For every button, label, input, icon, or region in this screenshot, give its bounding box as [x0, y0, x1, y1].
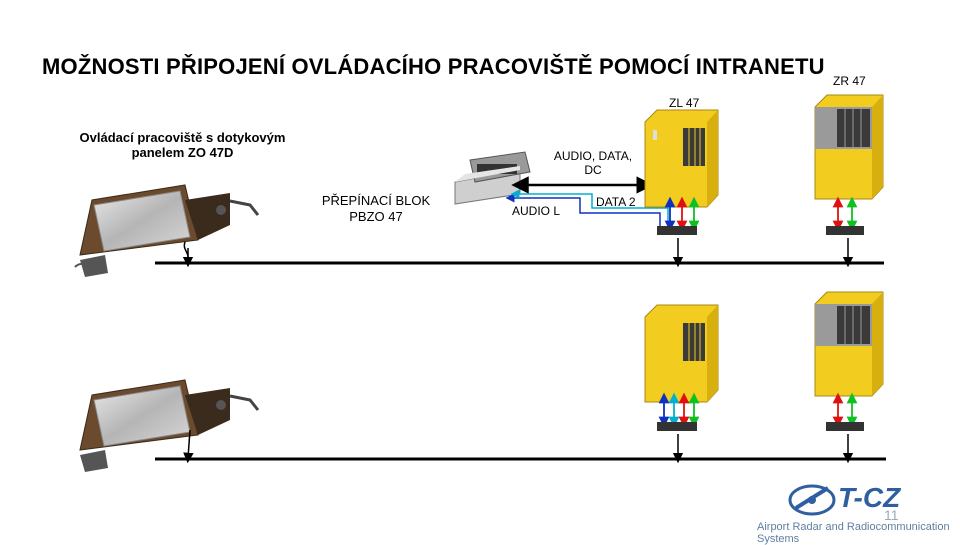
switch-block-device — [454, 151, 531, 205]
zr-arrows-top — [832, 196, 858, 232]
audio-data-label: AUDIO, DATA, DC — [545, 149, 641, 177]
zl-connector-top — [657, 226, 697, 235]
logo-tagline: Airport Radar and Radiocommunication Sys… — [757, 521, 950, 545]
zl-unit-bottom — [644, 304, 719, 403]
zr-unit-label: ZR 47 — [833, 74, 866, 88]
switch-block-label-line2: PBZO 47 — [349, 209, 403, 224]
zl-unit-label: ZL 47 — [669, 96, 700, 110]
audio-data-label-line2: DC — [584, 163, 602, 177]
switch-block-label-line1: PŘEPÍNACÍ BLOK — [321, 193, 431, 208]
zr-connector-top — [826, 226, 864, 235]
page-number: 11 — [884, 507, 899, 523]
operator-station-label-line1: Ovládací pracoviště s dotykovým — [79, 130, 286, 145]
audio-l-label: AUDIO L — [512, 204, 561, 218]
zl-arrows-bottom — [658, 392, 700, 428]
data-2-label: DATA 2 — [596, 195, 636, 209]
zl-arrows-top — [664, 196, 700, 232]
switch-block-label: PŘEPÍNACÍ BLOK PBZO 47 — [316, 193, 436, 225]
console-cable-bottom — [183, 429, 194, 464]
operator-station-label-line2: panelem ZO 47D — [131, 145, 234, 160]
zl-unit-top — [644, 109, 719, 208]
operator-console-bottom — [79, 379, 260, 472]
zr-unit-top — [814, 94, 884, 200]
logo-wordmark: T-CZ — [838, 482, 901, 513]
tcz-logo-icon — [788, 484, 836, 516]
zr-connector-bottom — [826, 422, 864, 431]
page-title: MOŽNOSTI PŘIPOJENÍ OVLÁDACÍHO PRACOVIŠTĚ… — [42, 54, 825, 79]
operator-console-top — [74, 184, 260, 277]
operator-station-label: Ovládací pracoviště s dotykovým panelem … — [70, 130, 295, 160]
audio-data-label-line1: AUDIO, DATA, — [553, 149, 633, 163]
zr-arrows-bottom — [832, 392, 858, 428]
audio-l-link-blue — [505, 193, 661, 226]
zl-connector-bottom — [657, 422, 697, 431]
zr-unit-bottom — [814, 291, 884, 397]
